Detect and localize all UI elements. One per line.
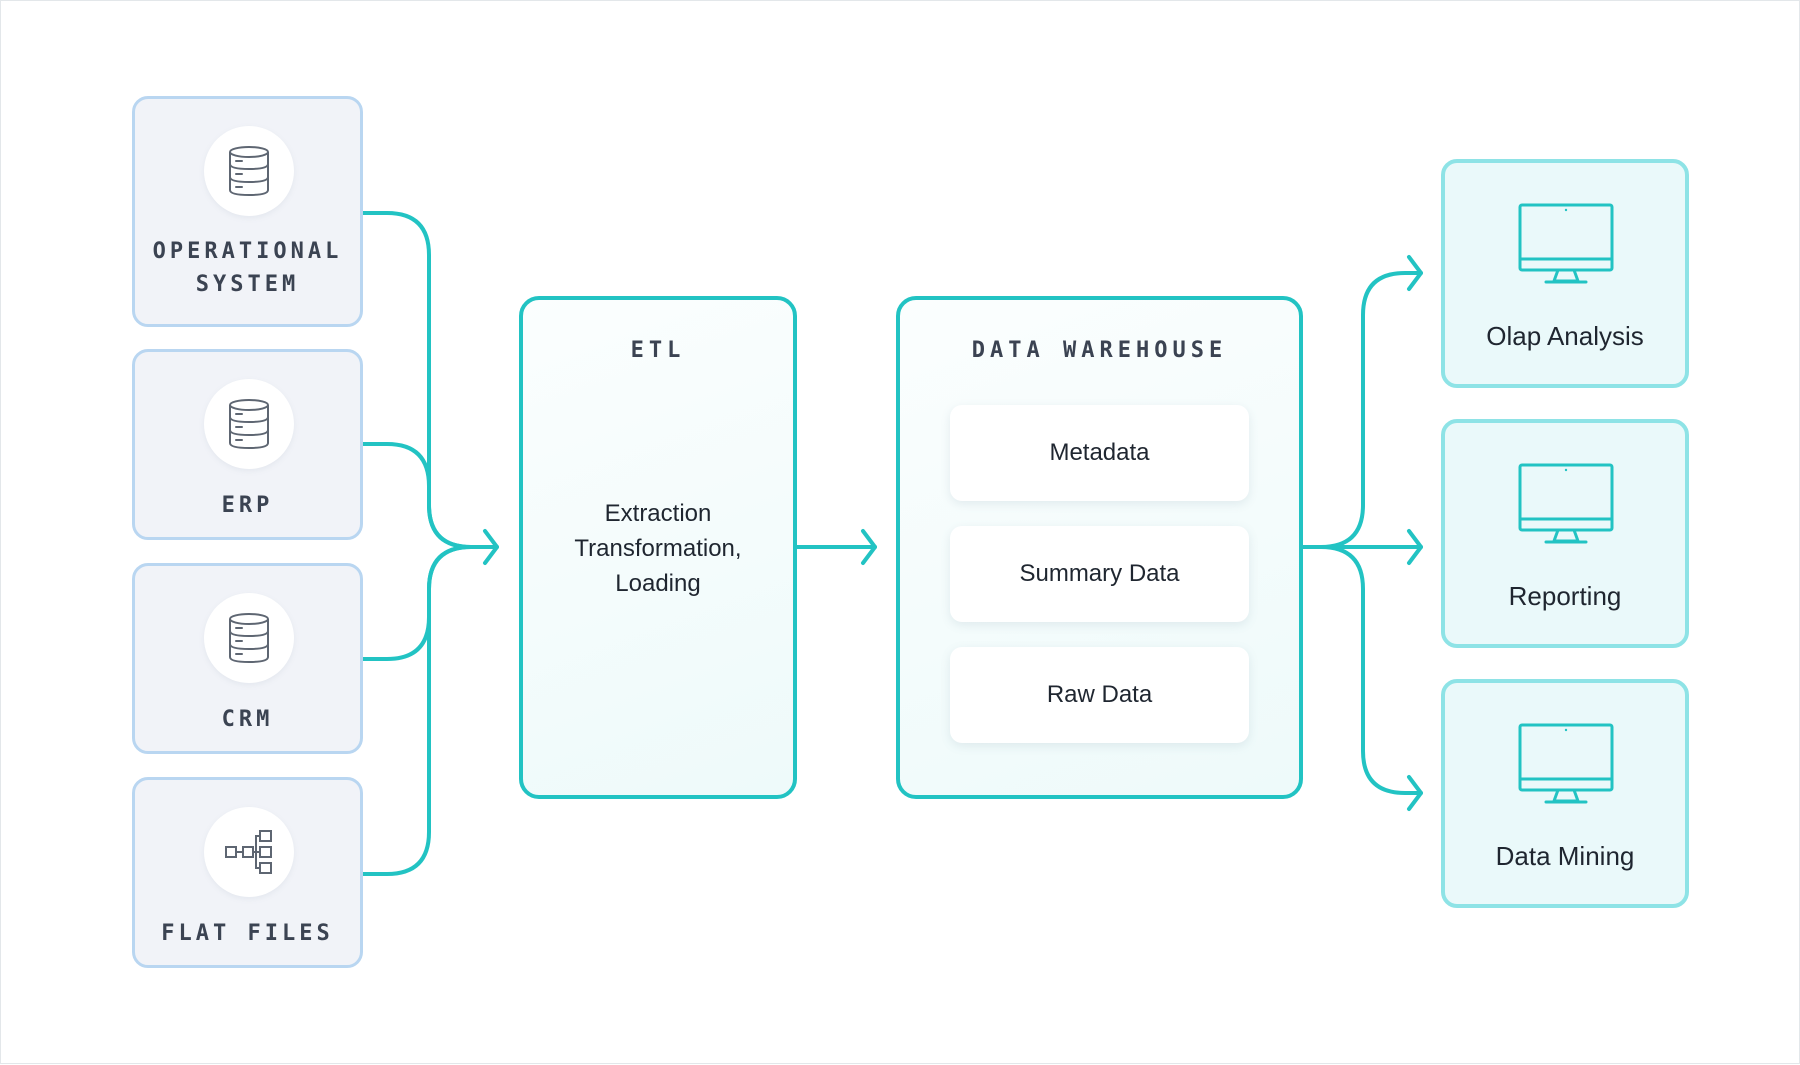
monitor-icon bbox=[1518, 203, 1614, 289]
arrowhead-to-warehouse bbox=[861, 529, 877, 565]
etl-line: Loading bbox=[615, 570, 701, 597]
output-data-mining[interactable]: Data Mining bbox=[1441, 679, 1689, 908]
source-label-line: OPERATIONAL bbox=[152, 239, 343, 264]
output-reporting[interactable]: Reporting bbox=[1441, 419, 1689, 648]
source-label: CRM bbox=[221, 707, 274, 732]
etl-line: Transformation, bbox=[574, 535, 742, 562]
arrowhead-to-etl bbox=[483, 529, 499, 565]
database-icon bbox=[204, 379, 294, 469]
arrowhead-to-data-mining bbox=[1407, 775, 1423, 811]
source-operational-system[interactable]: OPERATIONAL SYSTEM bbox=[132, 96, 363, 327]
connector-to-olap-analysis bbox=[1301, 271, 1423, 549]
arrowhead-to-olap-analysis bbox=[1407, 255, 1423, 291]
database-icon bbox=[204, 593, 294, 683]
etl-title: ETL bbox=[630, 338, 686, 363]
monitor-icon bbox=[1518, 723, 1614, 809]
arrowhead-to-reporting bbox=[1407, 529, 1423, 565]
source-label: ERP bbox=[221, 493, 274, 518]
connector-to-data-mining bbox=[1301, 545, 1423, 795]
output-label: Reporting bbox=[1508, 581, 1622, 611]
source-label-line: SYSTEM bbox=[195, 272, 300, 297]
warehouse-item-raw-data[interactable]: Raw Data bbox=[950, 647, 1249, 743]
source-label: OPERATIONAL SYSTEM bbox=[135, 235, 360, 301]
output-label: Olap Analysis bbox=[1486, 321, 1644, 351]
file-tree-icon bbox=[204, 807, 294, 897]
etl-description: Extraction Transformation, Loading bbox=[523, 496, 793, 601]
etl-box[interactable]: ETL Extraction Transformation, Loading bbox=[519, 296, 797, 799]
warehouse-item-summary-data[interactable]: Summary Data bbox=[950, 526, 1249, 622]
data-warehouse-box[interactable]: DATA WAREHOUSE Metadata Summary Data Raw… bbox=[896, 296, 1303, 799]
etl-line: Extraction bbox=[604, 500, 712, 527]
data-warehouse-title: DATA WAREHOUSE bbox=[971, 338, 1228, 363]
database-icon bbox=[204, 126, 294, 216]
connector-flat-files bbox=[361, 545, 473, 876]
source-crm[interactable]: CRM bbox=[132, 563, 363, 754]
source-flat-files[interactable]: FLAT FILES bbox=[132, 777, 363, 968]
warehouse-item-metadata[interactable]: Metadata bbox=[950, 405, 1249, 501]
output-olap-analysis[interactable]: Olap Analysis bbox=[1441, 159, 1689, 388]
monitor-icon bbox=[1518, 463, 1614, 549]
source-label: FLAT FILES bbox=[161, 921, 334, 946]
output-label: Data Mining bbox=[1495, 841, 1635, 871]
connector-crm bbox=[361, 545, 473, 661]
source-erp[interactable]: ERP bbox=[132, 349, 363, 540]
connector-erp bbox=[361, 442, 473, 549]
